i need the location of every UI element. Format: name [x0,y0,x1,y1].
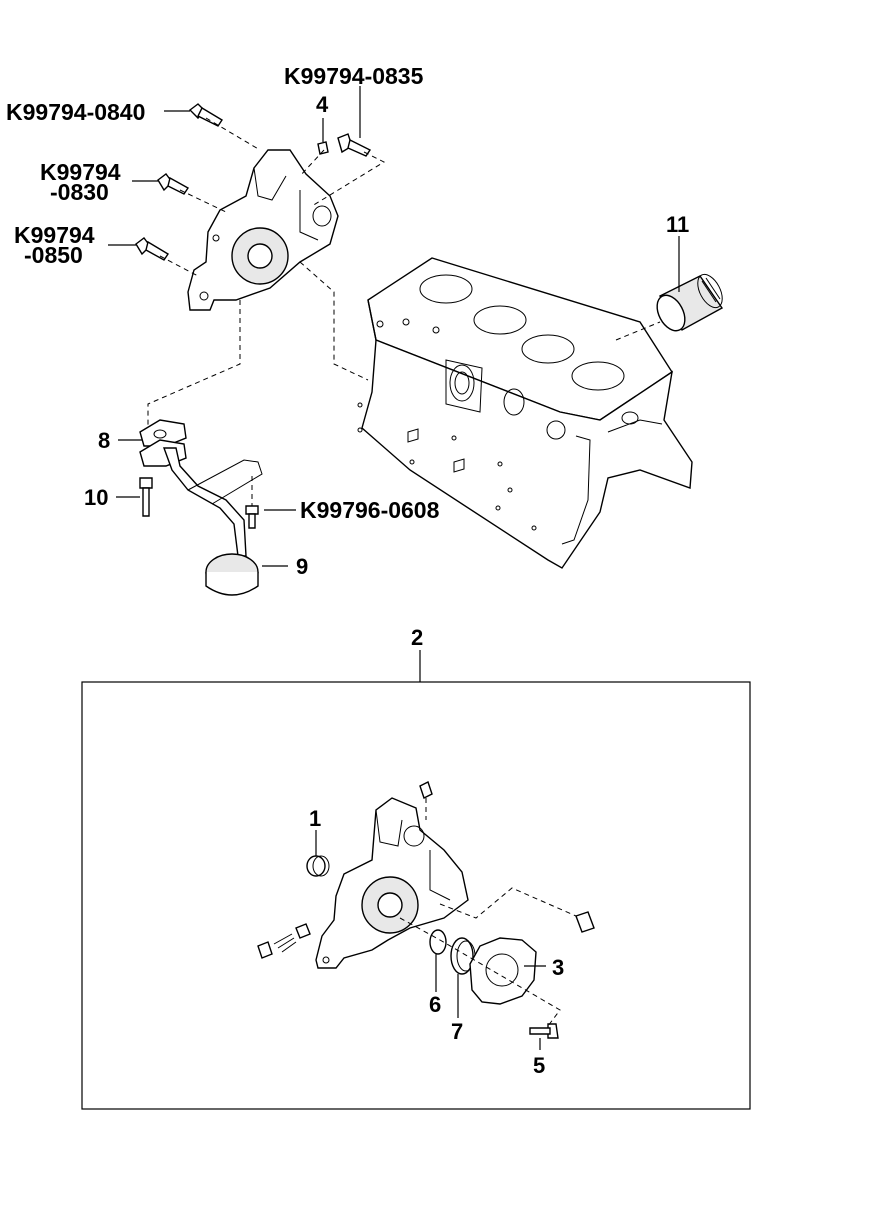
gasket-8 [153,429,167,439]
part-number-k99794-0850-line1: K99794 [14,222,95,248]
seal-1 [306,855,330,877]
ring-6 [429,929,447,955]
engine-block [357,257,693,569]
cover-plate-3 [469,937,537,1005]
callout-2: 2 [411,625,423,650]
spring-plug-parts [257,781,595,959]
screw-5 [529,1023,559,1039]
part-number-k99794-0830-line1: K99794 [40,159,121,185]
callout-8: 8 [98,428,110,453]
oil-strainer [139,419,263,596]
oil-pump-lower [315,797,469,969]
callout-1: 1 [309,806,321,831]
bolt-k99794-0830 [157,173,190,195]
callout-9: 9 [296,554,308,579]
callout-3: 3 [552,955,564,980]
oil-pump-upper [187,149,339,311]
bolt-k99794-0840 [188,103,223,127]
oil-pump-detail-box [81,681,751,1110]
bolt-k99796-0608 [245,476,259,529]
part-number-k99794-0830-line2: -0830 [50,179,109,205]
part-number-k99794-0850-line2: -0850 [24,242,83,268]
bolt-k99794-0850 [135,237,169,261]
callout-11: 11 [666,212,689,237]
dowel-pin-4 [317,141,329,155]
leader-lines [108,86,680,1050]
callout-6: 6 [429,992,441,1017]
part-number-k99794-0835: K99794-0835 [284,63,424,89]
part-number-k99796-0608: K99796-0608 [300,497,440,523]
part-number-k99794-0840: K99794-0840 [6,99,145,125]
bolt-10 [139,477,153,517]
callout-4: 4 [316,92,329,117]
oil-filter [656,273,724,332]
callout-5: 5 [533,1053,545,1078]
callout-10: 10 [84,485,108,510]
callout-7: 7 [451,1019,463,1044]
